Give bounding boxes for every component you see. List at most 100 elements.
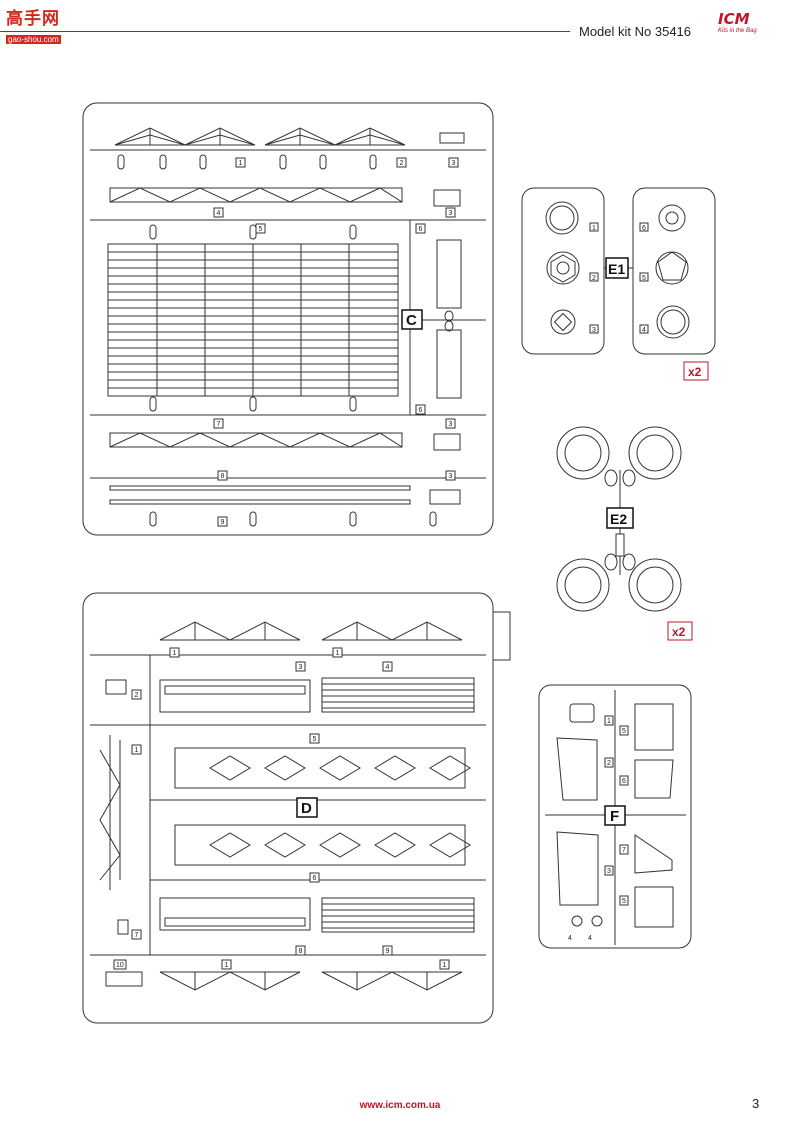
watermark-logo: 高手网 gao-shou.com	[6, 4, 66, 44]
part-number-tags: 1 2 3 4 3 5 6 6 7 3 8 3 9	[213, 157, 459, 527]
sprue-c-label: C	[406, 312, 417, 329]
sprue-e1-part-num: 2	[592, 275, 596, 282]
sprue-e2-label: E2	[610, 511, 627, 527]
truss-part	[114, 127, 256, 146]
logo-tagline: Kits in the Bag	[718, 28, 757, 34]
small-bracket	[433, 433, 461, 451]
sprue-d-label-box	[296, 797, 318, 818]
sprue-c-part-num: 8	[221, 473, 225, 480]
sprue-d-part-num: 1	[336, 650, 340, 657]
sprue-d-part-num: 1	[135, 747, 139, 754]
sprue-d-frame	[82, 592, 494, 1024]
sprue-e1-frame-left	[521, 187, 605, 355]
watermark-subtitle: gao-shou.com	[6, 35, 61, 44]
truss-part	[321, 971, 463, 991]
icm-logo: ICM Kits in the Bag	[718, 10, 778, 48]
part-number-tags: 1 2 3 6 5 4	[589, 222, 649, 334]
sprue-d-part-num: 3	[299, 664, 303, 671]
side-panel	[436, 239, 462, 309]
sprue-f-part-num: 4	[588, 935, 592, 942]
logo-brand: ICM	[718, 10, 750, 28]
truss-part	[264, 127, 406, 146]
rod-part	[109, 485, 411, 491]
e2-multiplier-box	[667, 621, 693, 641]
wheel-hub-part	[546, 251, 580, 285]
washer-part	[591, 915, 603, 927]
plate-part	[569, 703, 595, 723]
sprue-d-part-num: 10	[116, 962, 124, 969]
sprue-e1-part-num: 6	[642, 225, 646, 232]
sprue-d-part-num: 9	[386, 948, 390, 955]
sprue-d-part-num: 1	[225, 962, 229, 969]
small-bracket	[105, 679, 127, 695]
sprue-e1-part-num: 5	[642, 275, 646, 282]
e1-multiplier: x2	[688, 365, 702, 379]
sprue-c-part-num: 3	[449, 421, 453, 428]
truss-bar	[109, 187, 403, 203]
sprue-e2: E2 x2	[556, 426, 693, 641]
tire-part	[628, 558, 682, 612]
sprue-f-part-num: 2	[607, 760, 611, 767]
small-bracket	[439, 132, 465, 144]
sprue-f-part-num: 5	[622, 898, 626, 905]
sprue-e1-part-num: 3	[592, 327, 596, 334]
kit-title: Model kit No 35416	[579, 24, 692, 39]
sprue-f-part-num: 5	[622, 728, 626, 735]
plate-part	[634, 834, 673, 874]
sprue-c-label-box	[401, 309, 423, 330]
page-number: 3	[752, 1096, 760, 1111]
tire-part	[556, 558, 610, 612]
small-bracket	[105, 971, 143, 987]
sprue-d: D 1 3 1 4 2 1 5 6 7 8 9 10	[82, 592, 511, 1024]
sprue-c-part-num: 3	[449, 210, 453, 217]
sprue-c-part-num: 7	[217, 421, 221, 428]
plate-part	[634, 703, 674, 751]
e1-multiplier-box	[683, 361, 709, 381]
footer-url[interactable]: www.icm.com.ua	[359, 1100, 441, 1111]
small-bracket	[117, 919, 129, 935]
truss-part	[159, 621, 301, 641]
sprue-e1-frame-right	[632, 187, 716, 355]
sprue-c-frame	[82, 102, 494, 536]
sprue-c-part-num: 1	[239, 160, 243, 167]
sprue-c: 1 2 3 4 3 5 6 6 7 3 8 3 9 C	[82, 102, 494, 536]
sprue-gates	[117, 154, 454, 527]
truss-part	[159, 971, 301, 991]
sprue-d-part-num: 5	[313, 736, 317, 743]
sprue-c-part-num: 2	[400, 160, 404, 167]
slat-panel	[321, 677, 475, 713]
vertical-truss-part	[99, 735, 121, 890]
tire-part	[628, 426, 682, 480]
side-frame-part	[159, 679, 311, 713]
sprue-f-frame	[538, 684, 692, 949]
sprue-e2-code-tag	[615, 533, 625, 557]
sprue-d-part-num: 8	[299, 948, 303, 955]
wheel-hub-part	[655, 251, 689, 285]
small-bracket	[433, 189, 461, 207]
deck-grille	[107, 243, 399, 397]
sprue-c-part-num: 3	[449, 473, 453, 480]
sprue-e1-part-num: 1	[592, 225, 596, 232]
plate-part	[556, 737, 598, 801]
plate-part	[634, 759, 674, 799]
sprue-f-part-num: 3	[607, 868, 611, 875]
sprue-c-part-num: 4	[217, 210, 221, 217]
truss-bar	[109, 432, 403, 448]
sprue-c-part-num: 5	[259, 226, 263, 233]
tire-part	[556, 426, 610, 480]
sprue-f-part-num: 4	[568, 935, 572, 942]
header-rule	[0, 31, 570, 32]
wheel-part	[656, 305, 690, 339]
diamond-panel-row	[174, 824, 471, 866]
part-number-tags: 1 3 1 4 2 1 5 6 7 8 9 10 1 1	[113, 647, 450, 970]
plate-part	[634, 886, 674, 928]
rod-part	[109, 499, 411, 505]
sprue-e1-part-num: 4	[642, 327, 646, 334]
sprue-d-part-num: 7	[135, 932, 139, 939]
sprue-d-part-num: 6	[313, 875, 317, 882]
sprue-e1-label: E1	[608, 261, 625, 277]
sprue-c-part-num: 9	[221, 519, 225, 526]
small-bracket	[429, 489, 461, 505]
hub-cap-part	[550, 309, 576, 335]
